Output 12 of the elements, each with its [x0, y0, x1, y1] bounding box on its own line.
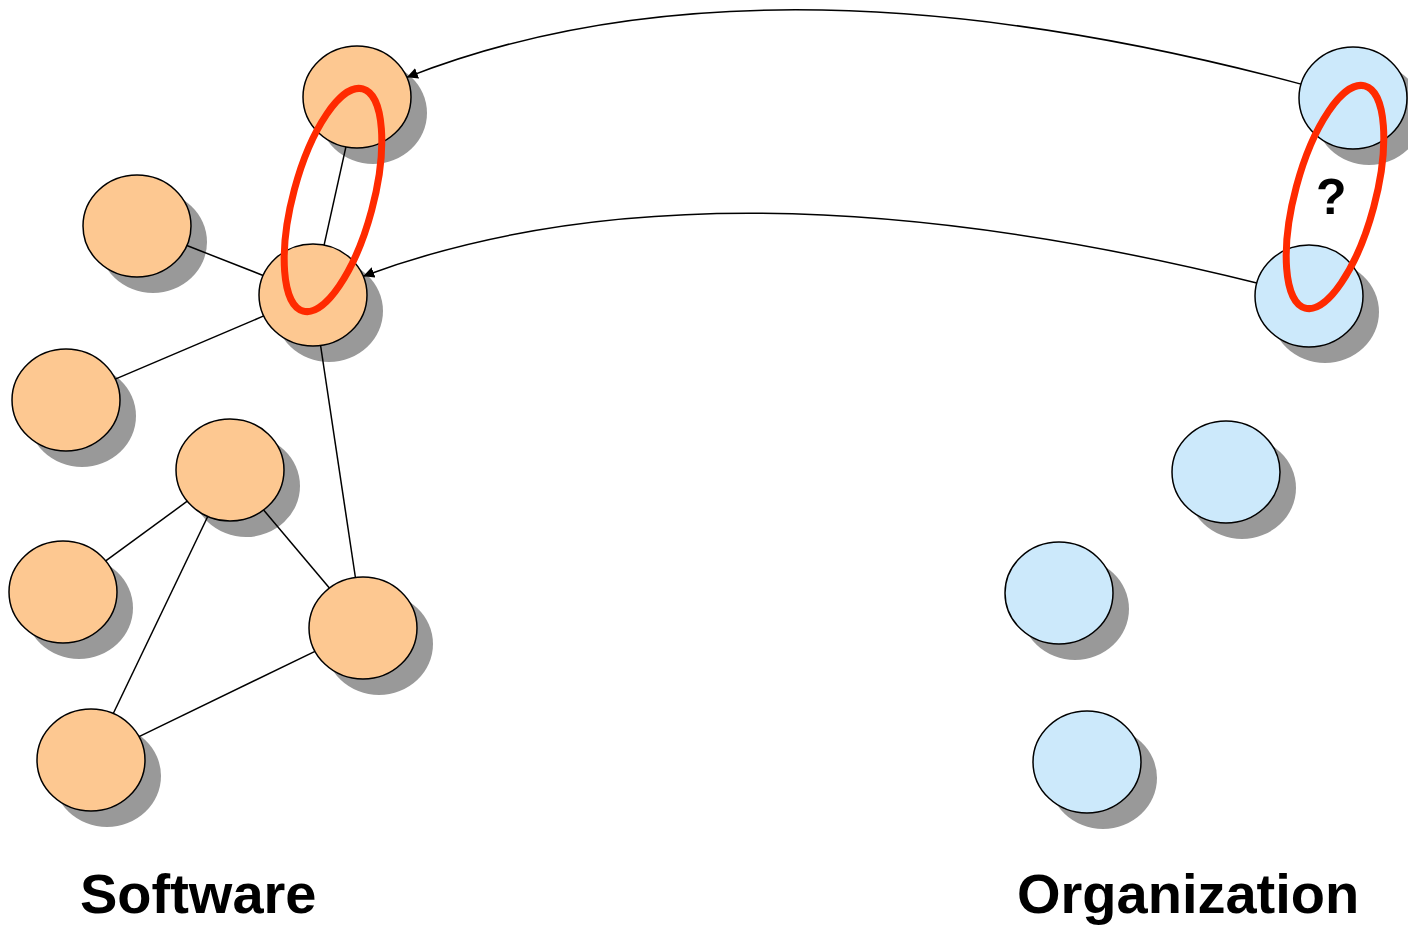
arrow — [406, 9, 1302, 85]
arrow — [362, 212, 1258, 284]
group-label: Software — [80, 866, 317, 922]
question-mark: ? — [1316, 172, 1347, 222]
connector-line — [114, 315, 265, 380]
connector-line — [262, 509, 331, 589]
connector-line — [186, 244, 264, 277]
connector-line — [319, 344, 357, 579]
connector-line — [138, 650, 316, 738]
connector-line — [323, 146, 347, 246]
connector-line — [112, 515, 209, 715]
connector-line — [104, 500, 189, 562]
